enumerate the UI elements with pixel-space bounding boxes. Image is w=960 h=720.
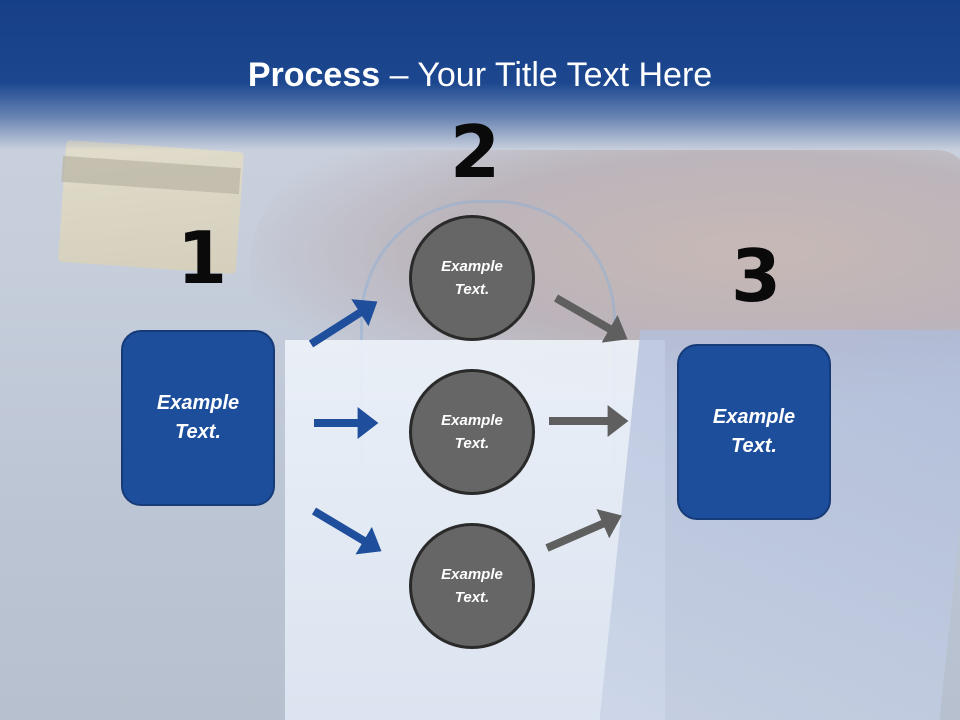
circle-step-2: Example Text. xyxy=(409,369,535,495)
circle-step-1: Example Text. xyxy=(409,215,535,341)
title-bold: Process xyxy=(247,56,381,94)
left-process-box: Example Text. xyxy=(121,330,275,506)
arrow-from-circle-1 xyxy=(554,294,628,343)
title-bar xyxy=(0,0,960,150)
title-rest: – Your Title Text Here xyxy=(380,56,713,94)
step-number-3: 3 xyxy=(731,234,782,318)
step-number-1: 1 xyxy=(177,216,228,300)
arrow-from-circle-3 xyxy=(545,509,622,552)
slide-title: Process – Your Title Text Here xyxy=(0,56,960,95)
circle-step-3: Example Text. xyxy=(409,523,535,649)
right-process-box: Example Text. xyxy=(677,344,831,520)
step-number-2: 2 xyxy=(450,110,501,194)
arrow-to-circle-1 xyxy=(308,299,378,348)
arrow-to-circle-3 xyxy=(311,507,382,555)
